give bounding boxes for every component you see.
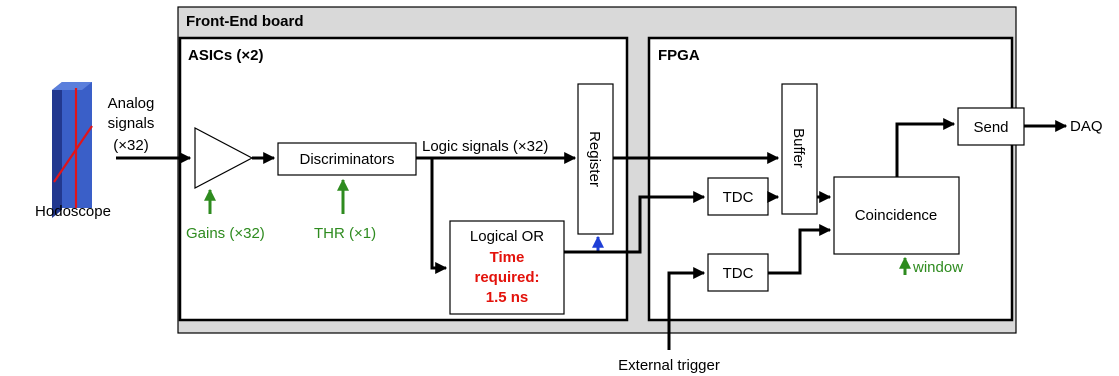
time-required-line1: Time bbox=[490, 249, 525, 266]
buffer-label: Buffer bbox=[790, 128, 807, 168]
register-label: Register bbox=[586, 131, 603, 187]
window-label: window bbox=[912, 259, 963, 276]
coincidence-box bbox=[833, 176, 960, 255]
hodoscope-label: Hodoscope bbox=[35, 203, 111, 220]
discriminators-label: Discriminators bbox=[299, 151, 394, 168]
coincidence-to-send-line bbox=[895, 118, 956, 177]
tdc-top-box bbox=[707, 177, 769, 216]
send-box bbox=[957, 107, 1025, 146]
analog-signals-label: Analog bbox=[108, 95, 155, 112]
thr-label: THR (×1) bbox=[314, 225, 376, 242]
tdc-bottom-box bbox=[707, 253, 769, 292]
daq-label: DAQ bbox=[1070, 118, 1103, 135]
time-required-line2: required: bbox=[474, 269, 539, 286]
discriminators-box bbox=[277, 142, 417, 176]
fpga-title: FPGA bbox=[658, 47, 700, 64]
gains-label: Gains (×32) bbox=[186, 225, 265, 242]
external-trigger-line bbox=[667, 267, 706, 350]
tdc-bottom-label: TDC bbox=[723, 265, 754, 282]
coincidence-label: Coincidence bbox=[855, 207, 938, 224]
register-box bbox=[577, 83, 614, 235]
or-to-tdc-line bbox=[564, 191, 706, 254]
hodoscope-icon bbox=[52, 82, 93, 218]
tdc-bottom-to-coincidence-line bbox=[768, 224, 832, 275]
logic-signals-label: Logic signals (×32) bbox=[422, 138, 548, 155]
logical-or-label: Logical OR bbox=[470, 228, 544, 245]
analog-signals-label-2: signals bbox=[108, 115, 155, 132]
send-label: Send bbox=[973, 119, 1008, 136]
board-title: Front-End board bbox=[186, 13, 303, 30]
analog-signals-label-3: (×32) bbox=[113, 137, 148, 154]
buffer-box bbox=[781, 83, 818, 215]
amplifier-triangle-icon bbox=[194, 127, 254, 189]
external-trigger-label: External trigger bbox=[618, 357, 720, 374]
time-required-line3: 1.5 ns bbox=[486, 289, 529, 306]
logical-or-box bbox=[449, 220, 565, 315]
asics-title: ASICs (×2) bbox=[188, 47, 263, 64]
branch-to-or bbox=[430, 158, 448, 274]
tdc-top-label: TDC bbox=[723, 189, 754, 206]
